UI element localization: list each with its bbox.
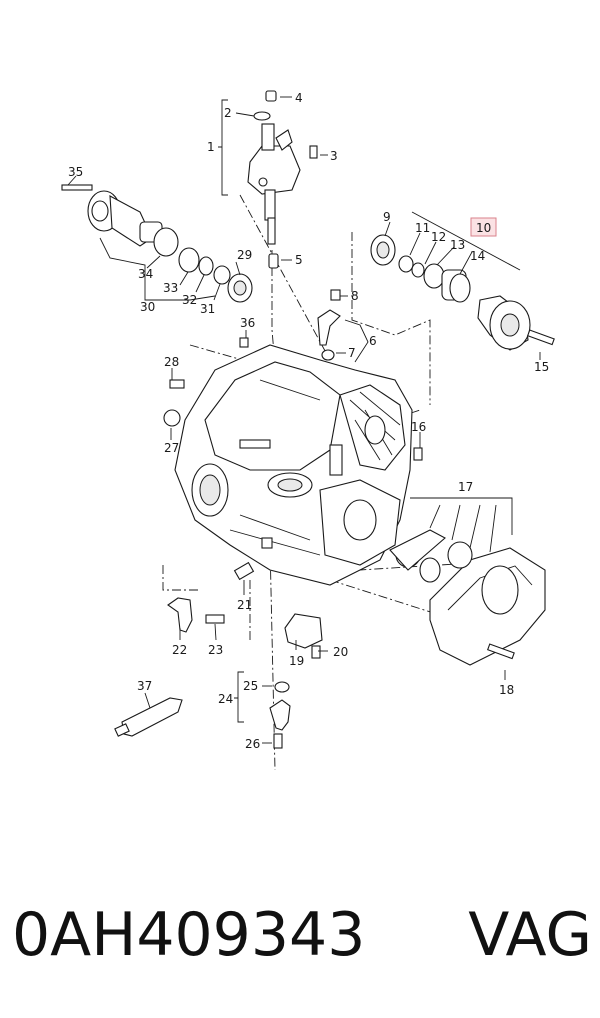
callout-10: 10 <box>476 221 491 235</box>
output-flange-assembly <box>61 184 253 303</box>
callout-27: 27 <box>164 441 179 455</box>
callout-30: 30 <box>140 300 155 314</box>
callout-29: 29 <box>237 248 252 262</box>
callout-11: 11 <box>415 221 430 235</box>
side-cover <box>389 529 546 666</box>
callout-22: 22 <box>172 643 187 657</box>
callout-24: 24 <box>218 692 233 706</box>
callout-19: 19 <box>289 654 304 668</box>
callout-25: 25 <box>243 679 258 693</box>
gearbox-housing <box>174 344 413 586</box>
callout-15: 15 <box>534 360 549 374</box>
brand-name: VAG <box>468 900 592 970</box>
callout-20: 20 <box>333 645 348 659</box>
lower-parts <box>114 337 423 749</box>
callout-4: 4 <box>295 91 303 105</box>
callout-37: 37 <box>137 679 152 693</box>
callout-2: 2 <box>224 106 232 120</box>
callout-7: 7 <box>348 346 356 360</box>
callout-18: 18 <box>499 683 514 697</box>
selector-parts <box>317 289 341 361</box>
part-number: 0AH409343 <box>12 900 366 970</box>
callout-17: 17 <box>458 480 473 494</box>
callout-36: 36 <box>240 316 255 330</box>
exploded-parts-diagram: 1 2 3 4 5 6 7 8 9 10 11 12 13 14 15 16 1… <box>61 90 555 771</box>
callout-12: 12 <box>431 230 446 244</box>
callout-9: 9 <box>383 210 391 224</box>
callout-32: 32 <box>182 293 197 307</box>
callout-35: 35 <box>68 165 83 179</box>
callout-31: 31 <box>200 302 215 316</box>
callout-5: 5 <box>295 253 303 267</box>
callout-28: 28 <box>164 355 179 369</box>
part-caption: 0AH409343 VAG <box>12 892 592 978</box>
callout-6: 6 <box>369 334 377 348</box>
shift-tower-assembly <box>247 90 318 269</box>
callout-labels: 1 2 3 4 5 6 7 8 9 10 11 12 13 14 15 16 1… <box>68 91 549 751</box>
callout-highlight <box>470 217 497 237</box>
callout-34: 34 <box>138 267 153 281</box>
leader-lines <box>67 96 541 744</box>
callout-26: 26 <box>245 737 260 751</box>
callout-21: 21 <box>237 598 252 612</box>
callout-3: 3 <box>330 149 338 163</box>
callout-16: 16 <box>411 420 426 434</box>
callout-14: 14 <box>470 249 485 263</box>
callout-1: 1 <box>207 140 215 154</box>
callout-23: 23 <box>208 643 223 657</box>
callout-13: 13 <box>450 238 465 252</box>
callout-8: 8 <box>351 289 359 303</box>
drive-flange-assembly <box>370 234 555 351</box>
callout-33: 33 <box>163 281 178 295</box>
